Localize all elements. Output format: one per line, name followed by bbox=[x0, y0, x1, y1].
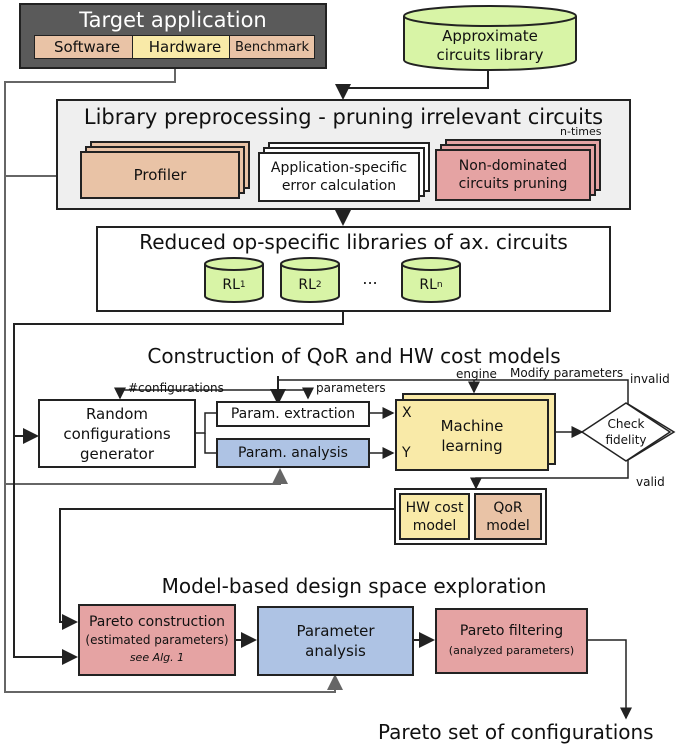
target-application-panel: Target application Software Hardware Ben… bbox=[19, 3, 327, 69]
rln-sub: n bbox=[436, 280, 443, 290]
parameter-analysis-box: Parameter analysis bbox=[257, 606, 414, 676]
error-line2: error calculation bbox=[281, 178, 397, 194]
y-label: Y bbox=[402, 445, 411, 461]
check-line2: fidelity bbox=[605, 433, 647, 447]
library-line1: Approximate bbox=[442, 27, 538, 45]
valid-label: valid bbox=[636, 475, 665, 489]
error-calculation-box: Application-specific error calculation bbox=[258, 152, 420, 202]
random-line2: configurations bbox=[63, 424, 171, 443]
analysis-line2: analysis bbox=[305, 642, 366, 660]
x-label: X bbox=[402, 405, 412, 421]
hw-cost-model-box: HW cost model bbox=[399, 493, 470, 540]
pareto-construction-box: Pareto construction (estimated parameter… bbox=[78, 604, 236, 676]
rl1-cylinder-icon bbox=[204, 257, 264, 303]
modify-parameters-loop bbox=[278, 379, 629, 404]
library-line2: circuits library bbox=[436, 46, 544, 64]
pareto-line1: Pareto construction bbox=[88, 614, 226, 630]
rl1-base: RL bbox=[222, 277, 240, 293]
pareto-line2: (estimated parameters) bbox=[85, 633, 229, 647]
n-times-label: n-times bbox=[560, 125, 602, 138]
rln-base: RL bbox=[419, 277, 437, 293]
pruning-line1: Non-dominated bbox=[458, 158, 568, 174]
pruning-line2: circuits pruning bbox=[458, 176, 568, 192]
approximate-library-cylinder: Approximate circuits library bbox=[402, 4, 578, 72]
param-extraction-box: Param. extraction bbox=[216, 401, 370, 427]
library-to-preprocessing-arrow bbox=[335, 70, 489, 100]
reduced-feed-line bbox=[13, 312, 344, 665]
reduced-libraries-panel: Reduced op-specific libraries of ax. cir… bbox=[96, 226, 611, 312]
models-to-pareto-arrow bbox=[59, 508, 395, 630]
check-line1: Check bbox=[607, 417, 645, 431]
machine-learning-box: X Y Machine learning bbox=[395, 399, 549, 471]
pareto-line3: see Alg. 1 bbox=[129, 651, 185, 664]
diamond-icon bbox=[580, 402, 676, 462]
analysis-line1: Parameter bbox=[296, 622, 375, 640]
software-tag: Software bbox=[34, 35, 140, 59]
target-application-title: Target application bbox=[79, 8, 267, 32]
parameters-label: parameters bbox=[316, 381, 386, 395]
random-line3: generator bbox=[79, 444, 155, 463]
ml-line2: learning bbox=[441, 437, 503, 455]
rl2-sub: 2 bbox=[315, 280, 322, 290]
benchmark-tag: Benchmark bbox=[229, 35, 315, 59]
qor-line1: QoR bbox=[493, 499, 523, 516]
configurations-arrow bbox=[114, 387, 278, 400]
random-to-analysis-line bbox=[204, 433, 216, 454]
filter-to-output-arrow bbox=[588, 639, 632, 720]
pruning-box: Non-dominated circuits pruning bbox=[435, 149, 591, 201]
hw-line2: model bbox=[412, 517, 457, 534]
exploration-title: Model-based design space exploration bbox=[161, 574, 547, 598]
target-to-param-analysis-arrow bbox=[5, 468, 288, 485]
pareto-filtering-box: Pareto filtering (analyzed parameters) bbox=[435, 608, 588, 674]
modify-parameters-label: Modify parameters bbox=[510, 366, 624, 380]
rl2-base: RL bbox=[298, 277, 316, 293]
filter-line2: (analyzed parameters) bbox=[448, 644, 575, 657]
param-analysis-box: Param. analysis bbox=[216, 438, 370, 468]
error-line1: Application-specific bbox=[270, 160, 408, 176]
random-generator-box: Random configurations generator bbox=[38, 399, 196, 468]
filter-line1: Pareto filtering bbox=[459, 623, 564, 639]
qor-model-box: QoR model bbox=[474, 493, 542, 540]
random-line1: Random bbox=[85, 404, 149, 423]
reduced-title: Reduced op-specific libraries of ax. cir… bbox=[139, 230, 568, 254]
target-feed-line bbox=[4, 68, 343, 693]
hw-line1: HW cost bbox=[405, 499, 464, 516]
valid-arrow bbox=[470, 460, 629, 490]
preprocessing-title: Library preprocessing - pruning irreleva… bbox=[83, 105, 604, 129]
output-label: Pareto set of configurations bbox=[378, 720, 654, 744]
random-to-params-line bbox=[196, 412, 216, 434]
engine-label: engine bbox=[456, 367, 497, 381]
models-title: Construction of QoR and HW cost models bbox=[147, 344, 561, 368]
check-fidelity-diamond: Check fidelity bbox=[580, 402, 676, 462]
ml-line1: Machine bbox=[440, 417, 504, 435]
parameters-branch bbox=[278, 387, 314, 400]
cylinder-icon bbox=[403, 5, 577, 71]
rl1-sub: 1 bbox=[239, 280, 246, 290]
rl2-cylinder-icon bbox=[280, 257, 340, 303]
rln-cylinder-icon bbox=[401, 257, 461, 303]
reduced-ellipsis: ... bbox=[362, 268, 378, 288]
hardware-tag: Hardware bbox=[132, 35, 238, 59]
profiler-box: Profiler bbox=[80, 151, 240, 199]
configurations-label: #configurations bbox=[128, 381, 224, 395]
qor-line2: model bbox=[486, 517, 530, 534]
invalid-label: invalid bbox=[630, 372, 670, 386]
